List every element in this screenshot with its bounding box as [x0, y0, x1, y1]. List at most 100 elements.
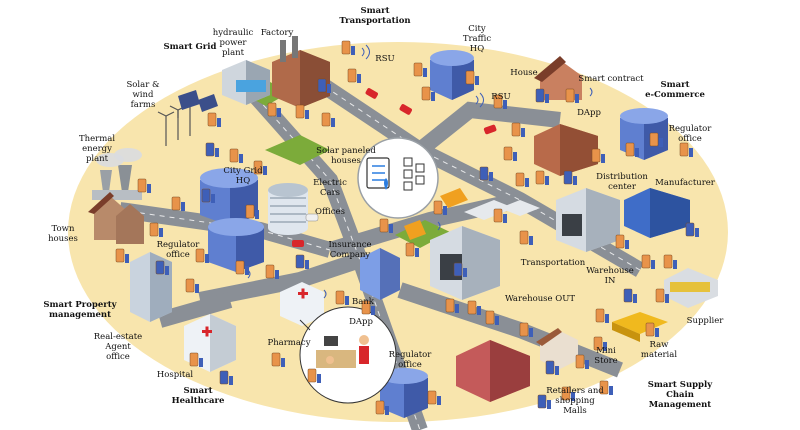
- label-distribution-center: Distribution center: [596, 172, 648, 192]
- label-regulator-office-bottom: Regulator office: [388, 350, 432, 370]
- blockchain-node-icon: [519, 230, 533, 245]
- blockchain-node-icon: [503, 146, 517, 161]
- blockchain-node-icon: [479, 166, 493, 181]
- blockchain-node-icon: [155, 260, 169, 275]
- blockchain-node-icon: [467, 300, 481, 315]
- manufacturer-building: [624, 188, 690, 238]
- sector-smart-property: Smart Property management: [43, 300, 117, 320]
- label-city-traffic-hq: City Traffic HQ: [462, 24, 492, 54]
- blockchain-node-icon: [405, 242, 419, 257]
- blockchain-node-icon: [465, 70, 479, 85]
- blockchain-node-icon: [655, 288, 669, 303]
- blockchain-node-icon: [235, 260, 249, 275]
- blockchain-node-icon: [195, 248, 209, 263]
- label-smart-contract: Smart contract: [578, 74, 644, 84]
- blockchain-node-icon: [493, 94, 507, 109]
- label-mini-store: Mini Store: [594, 346, 618, 366]
- blockchain-node-icon: [565, 88, 579, 103]
- blockchain-node-icon: [149, 222, 163, 237]
- blockchain-node-icon: [485, 310, 499, 325]
- blockchain-node-icon: [189, 352, 203, 367]
- city-traffic-hq-building: [430, 50, 474, 100]
- label-dapp-bottom: DApp: [349, 317, 373, 327]
- warehouse-out-building: [430, 226, 500, 300]
- regulator-office-bottom-building: [380, 368, 428, 418]
- blockchain-node-icon: [493, 208, 507, 223]
- label-raw-material: Raw material: [640, 340, 678, 360]
- supplier-building: [664, 268, 718, 308]
- blockchain-node-icon: [375, 400, 389, 415]
- blockchain-node-icon: [645, 322, 659, 337]
- blockchain-node-icon: [271, 352, 285, 367]
- label-hospital: Hospital: [156, 370, 194, 380]
- blockchain-node-icon: [115, 248, 129, 263]
- blockchain-node-icon: [445, 298, 459, 313]
- blockchain-node-icon: [623, 288, 637, 303]
- regulator-office-left-building: [208, 218, 264, 272]
- blockchain-node-icon: [519, 322, 533, 337]
- factory-building: [272, 36, 330, 108]
- blockchain-node-icon: [685, 222, 699, 237]
- blockchain-node-icon: [563, 170, 577, 185]
- blockchain-node-icon: [453, 262, 467, 277]
- solar-panels: [178, 90, 218, 112]
- blockchain-node-icon: [413, 62, 427, 77]
- hydraulic-power-plant: [222, 60, 270, 105]
- label-transportation: Transportation: [520, 258, 586, 268]
- sector-smart-supply-chain: Smart Supply Chain Management: [647, 380, 713, 410]
- blockchain-node-icon: [137, 178, 151, 193]
- label-warehouse-in: Warehouse IN: [586, 266, 634, 286]
- blockchain-node-icon: [335, 290, 349, 305]
- blockchain-node-icon: [535, 88, 549, 103]
- blockchain-node-icon: [341, 40, 355, 55]
- raw-material-pallet: [612, 312, 668, 342]
- blockchain-node-icon: [537, 394, 551, 409]
- label-regulator-office-left: Regulator office: [156, 240, 200, 260]
- blockchain-nodes: [115, 40, 699, 415]
- distribution-center-building: [534, 124, 598, 176]
- label-warehouse-out: Warehouse OUT: [504, 294, 576, 304]
- blockchain-node-icon: [427, 390, 441, 405]
- blockchain-node-icon: [229, 148, 243, 163]
- label-electric-cars: Electric Cars: [313, 178, 347, 198]
- pharmacy-dapp-zoom: [299, 306, 397, 404]
- sector-smart-healthcare: Smart Healthcare: [171, 386, 225, 406]
- blockchain-node-icon: [433, 200, 447, 215]
- label-regulator-office-right: Regulator office: [668, 124, 712, 144]
- blockchain-node-icon: [185, 278, 199, 293]
- label-offices: Offices: [315, 207, 345, 217]
- blockchain-node-icon: [545, 360, 559, 375]
- label-real-estate-agent-office: Real-estate Agent office: [93, 332, 143, 362]
- blockchain-node-icon: [593, 336, 607, 351]
- label-dapp-top: DApp: [577, 108, 601, 118]
- blockchain-node-icon: [171, 196, 185, 211]
- blockchain-node-icon: [361, 300, 375, 315]
- label-retailers-shopping-malls: Retailers and shopping Malls: [546, 386, 604, 416]
- label-solar-wind-farms: Solar & wind farms: [126, 80, 160, 110]
- blockchain-node-icon: [317, 78, 331, 93]
- blockchain-node-icon: [535, 170, 549, 185]
- town-houses: [88, 192, 144, 244]
- cars: [292, 88, 497, 247]
- label-solar-paneled-houses: Solar paneled houses: [316, 146, 376, 166]
- label-house: House: [510, 68, 538, 78]
- blockchain-node-icon: [641, 254, 655, 269]
- label-pharmacy: Pharmacy: [267, 338, 311, 348]
- blockchain-node-icon: [625, 142, 639, 157]
- blockchain-node-icon: [515, 172, 529, 187]
- blockchain-node-icon: [595, 308, 609, 323]
- blockchain-node-icon: [219, 370, 233, 385]
- blockchain-node-icon: [267, 102, 281, 117]
- thermal-energy-plant: [92, 148, 142, 200]
- bank-building: [360, 248, 400, 300]
- blockchain-node-icon: [321, 112, 335, 127]
- blockchain-node-icon: [307, 368, 321, 383]
- label-insurance-company: Insurance Company: [328, 240, 372, 260]
- blockchain-node-icon: [347, 68, 361, 83]
- blockchain-node-icon: [615, 234, 629, 249]
- blockchain-node-icon: [265, 264, 279, 279]
- blockchain-node-icon: [201, 188, 215, 203]
- blockchain-node-icon: [421, 86, 435, 101]
- wireless-signals: [247, 44, 593, 299]
